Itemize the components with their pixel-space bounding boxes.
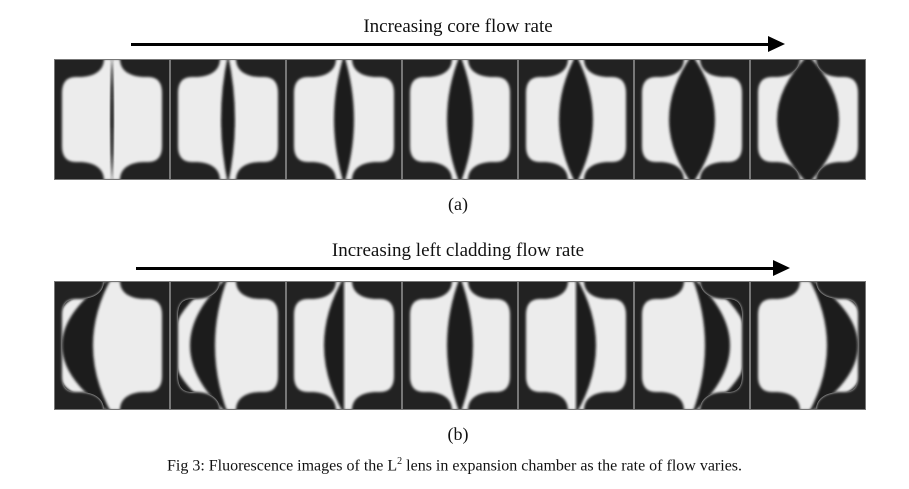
arrow-b [136,260,790,276]
image-row-a [54,59,866,180]
fluorescence-frame-a-1 [54,59,170,180]
fluorescence-frame-b-6 [634,281,750,410]
label-b: (b) [447,424,469,444]
fluorescence-frame-b-4 [402,281,518,410]
lens-core [110,59,114,180]
fluorescence-frame-b-1 [54,281,170,410]
frame-border [54,59,170,180]
fluorescence-frame-a-2 [170,59,286,180]
fluorescence-frame-a-3 [286,59,402,180]
frame-border [750,281,866,410]
lens-core [808,281,858,410]
title-a: Increasing core flow rate [363,16,553,37]
fluorescence-frame-a-6 [634,59,750,180]
title-b: Increasing left cladding flow rate [331,240,585,261]
fluorescence-frame-b-3 [286,281,402,410]
frame-border [54,281,170,410]
frame-border [286,59,402,180]
cladding-right [700,281,742,410]
frame-border [634,281,750,410]
frame-border [750,59,866,180]
caption-prefix: Fig 3: Fluorescence images of the L [166,457,398,475]
lens-core [334,59,354,180]
lens-core [669,59,715,180]
frame-border [286,281,402,410]
arrow-a [131,36,785,52]
cladding-left [178,281,220,410]
lens-core [447,281,473,410]
label-a: (a) [448,194,468,214]
frame-border [402,59,518,180]
lens-core [221,59,235,180]
lens-core [576,281,596,410]
fluorescence-frame-a-5 [518,59,634,180]
frame-border [518,281,634,410]
lens-core [447,59,473,180]
frame-border [518,59,634,180]
fluorescence-frame-a-4 [402,59,518,180]
fluorescence-frame-a-7 [750,59,866,180]
frame-border [634,59,750,180]
frame-border [402,281,518,410]
frame-border [170,59,286,180]
lens-core [559,59,593,180]
frame-border [170,281,286,410]
lens-core [324,281,344,410]
figure-caption: Fig 3: Fluorescence images of the L2 len… [167,456,742,475]
caption-suffix: lens in expansion chamber as the rate of… [402,457,743,475]
lens-core [62,281,112,410]
fluorescence-frame-b-7 [750,281,866,410]
lens-core [692,281,730,410]
fluorescence-frame-b-2 [170,281,286,410]
fluorescence-frame-b-5 [518,281,634,410]
lens-core [777,59,839,180]
lens-core [190,281,228,410]
caption-superscript: 2 [397,456,403,467]
image-row-b [54,281,866,410]
